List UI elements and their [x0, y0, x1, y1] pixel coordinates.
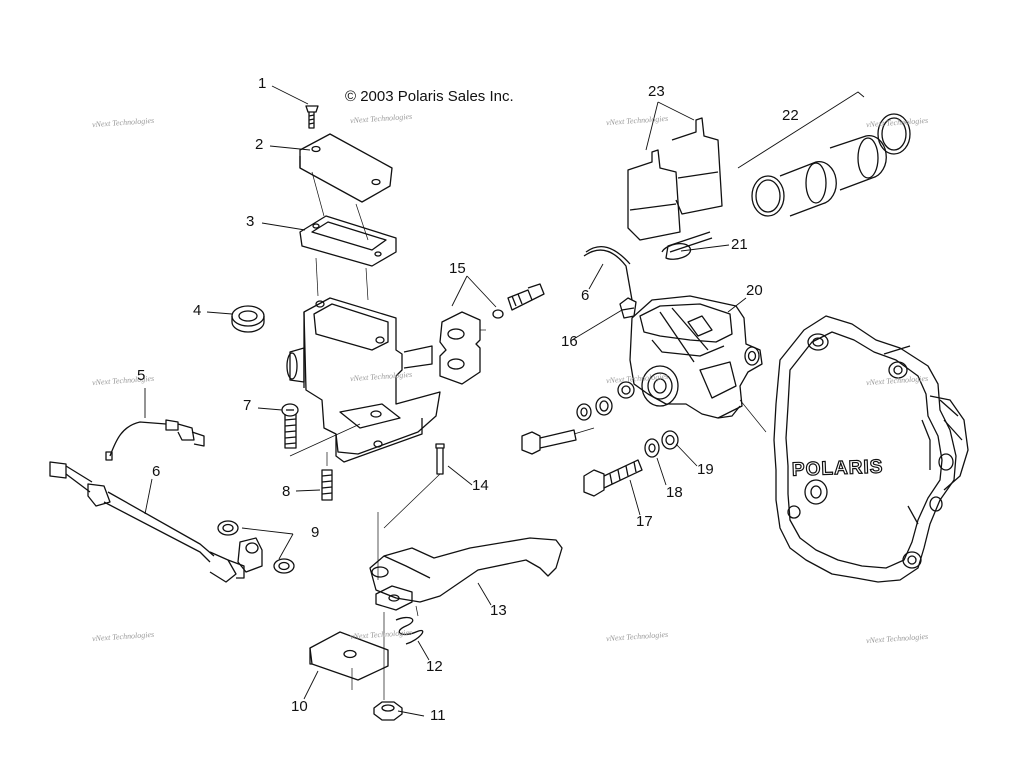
callout-1: 1: [258, 75, 267, 92]
bleeder-16: [619, 297, 637, 319]
callout-9: 9: [311, 524, 320, 541]
callout-6-caliper-line: 6: [581, 287, 590, 304]
pivot-pin-14: [383, 443, 445, 529]
bolt-8: [321, 452, 333, 501]
reservoir-cover-2: [299, 133, 393, 241]
callout-8: 8: [282, 483, 291, 500]
brake-lever-13: [369, 512, 563, 603]
callout-7: 7: [243, 397, 252, 414]
piston-kit-22: [751, 113, 911, 217]
screw-1: [305, 105, 319, 129]
brake-switch-5: [105, 419, 205, 461]
callout-23: 23: [648, 83, 665, 100]
chaincase-cover: [773, 315, 969, 583]
callout-17: 17: [636, 513, 653, 530]
callout-14: 14: [472, 477, 489, 494]
leader-lines: [144, 85, 865, 717]
callout-12: 12: [426, 658, 443, 675]
callout-20: 20: [746, 282, 763, 299]
logo-text: POLARIS: [792, 456, 884, 480]
callout-18: 18: [666, 484, 683, 501]
callout-5: 5: [137, 367, 146, 384]
caliper-20: [617, 295, 767, 433]
callout-3: 3: [246, 213, 255, 230]
callout-11: 11: [430, 707, 446, 724]
gasket-3: [299, 215, 397, 301]
callout-6-brake-line: 6: [152, 463, 161, 480]
callout-10: 10: [291, 698, 308, 715]
master-cylinder-body: [286, 297, 441, 463]
bolt-7: [281, 403, 361, 457]
callout-2: 2: [255, 136, 264, 153]
caliper-bolt-17: [583, 459, 643, 497]
retaining-pin-21: [661, 231, 713, 260]
bracket-10: [309, 631, 389, 690]
callout-19: 19: [697, 461, 714, 478]
callout-4: 4: [193, 302, 202, 319]
bleeder-15: [492, 283, 545, 319]
callout-21: 21: [731, 236, 748, 253]
clamp-15: [439, 311, 486, 385]
washer-19: [661, 430, 679, 450]
copyright-text: © 2003 Polaris Sales Inc.: [345, 88, 514, 105]
spring-12: [395, 605, 424, 645]
callout-22: 22: [782, 107, 799, 124]
o-ring-4: [231, 305, 265, 333]
callout-15: 15: [449, 260, 466, 277]
brake-line-6b: [583, 246, 633, 301]
banjo-bolt-9: [217, 520, 295, 574]
brake-pads-23: [627, 117, 723, 241]
lever-block: [375, 585, 413, 611]
brake-line-6: [49, 461, 245, 583]
washer-18: [644, 438, 660, 458]
callout-16: 16: [561, 333, 578, 350]
callout-13: 13: [490, 602, 507, 619]
caliper-bolt-upper: [521, 396, 613, 455]
nut-11: [373, 612, 403, 721]
